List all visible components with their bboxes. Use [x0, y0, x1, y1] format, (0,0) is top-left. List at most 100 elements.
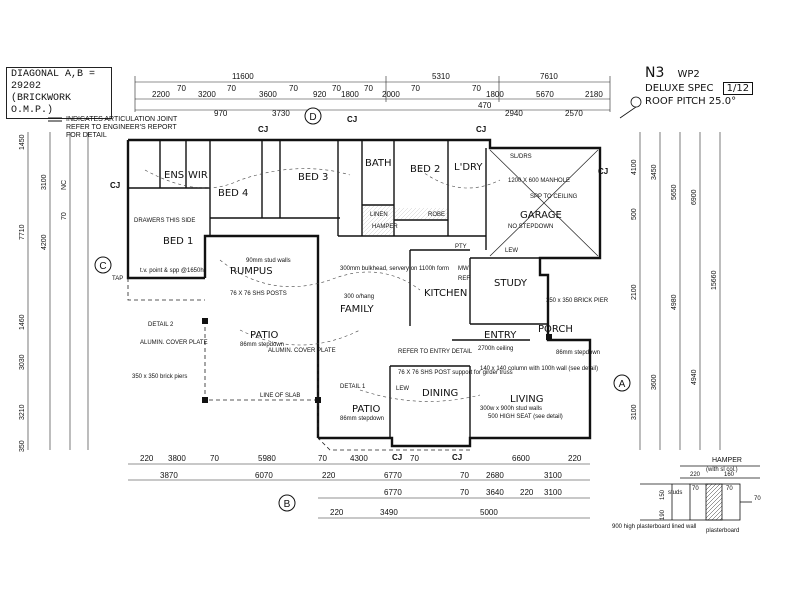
right-dim-1: 4100: [631, 159, 638, 175]
bottom-dim-r1-6: 4300: [350, 454, 368, 463]
bottom-dim-r3-4: 220: [520, 488, 534, 497]
hamper-studs: studs: [668, 490, 682, 496]
note-drawers: DRAWERS THIS SIDE: [134, 218, 195, 224]
bottom-dim-r2-2: 6070: [255, 471, 273, 480]
cj-marker-7: CJ: [476, 125, 486, 134]
note-porch-stepdown: 86mm stepdown: [556, 350, 600, 356]
room-wir: WIR: [188, 170, 208, 181]
inner-walls: [128, 140, 548, 438]
diagonal-line2: (BRICKWORK O.M.P.): [11, 93, 72, 116]
room-study: STUDY: [494, 278, 528, 289]
left-dim-10: 350: [19, 440, 26, 452]
bottom-dim-r2-7: 3100: [544, 471, 562, 480]
note-garage-manhole: 1200 X 600 MANHOLE: [508, 178, 570, 184]
note-linen: LINEN: [370, 212, 388, 218]
room-garage: GARAGE: [520, 210, 562, 221]
sheet-number: 1/12: [722, 82, 754, 95]
left-dim-6: 70: [61, 212, 68, 220]
grid-bubble-d: [304, 107, 322, 125]
brick-piers: [202, 318, 552, 403]
top-dim-r2-4: 70: [227, 84, 236, 93]
top-dim-5310: 5310: [432, 72, 450, 81]
articulation-line-1: INDICATES ARTICULATION JOINT: [66, 116, 178, 123]
note-brick-piers: 350 x 350 brick piers: [132, 374, 187, 380]
room-bed1: BED 1: [163, 236, 193, 247]
diagonal-line1: DIAGONAL A,B = 29202: [11, 69, 96, 92]
room-entry: ENTRY: [484, 330, 517, 341]
grid-label-a: A: [619, 379, 626, 390]
note-garage-stepdown: NO STEPDOWN: [508, 224, 553, 230]
title-block: N3 WP2 DELUXE SPEC 1/12 ROOF PITCH 25.0°: [645, 62, 795, 107]
grid-bubble-c: [94, 256, 112, 274]
note-stud-walls: 90mm stud walls: [246, 258, 291, 264]
note-kitchen-bulkhead: 300mm bulkhead, servery on 1100h form: [340, 266, 449, 272]
note-alum-cover: ALUMIN. COVER PLATE: [140, 340, 208, 346]
top-dim-r3-2: 3730: [272, 109, 290, 118]
linen-cupboard: [362, 205, 394, 236]
right-dim-8: 2100: [631, 284, 638, 300]
room-dining: DINING: [422, 388, 458, 399]
right-dimension-lines: [639, 132, 721, 450]
hamper-sub: (with sl col.): [706, 467, 738, 473]
cj-marker-1: CJ: [258, 125, 268, 134]
note-detail-2: DETAIL 2: [148, 322, 174, 328]
articulation-marker: [48, 117, 62, 122]
top-dim-11600: 11600: [232, 72, 254, 81]
top-dim-r2-3: 3200: [198, 90, 216, 99]
note-ref: REF: [458, 276, 470, 282]
cj-marker-6: CJ: [452, 453, 462, 462]
right-dim-2: 3450: [651, 164, 658, 180]
patio-outlines: [127, 278, 470, 451]
note-column-entry: 140 x 140 column with 100h wall (see det…: [480, 366, 598, 372]
top-dim-r2-12: 70: [411, 84, 420, 93]
top-dim-7610: 7610: [540, 72, 558, 81]
cj-marker-2: CJ: [347, 115, 357, 124]
room-family: FAMILY: [340, 304, 374, 315]
top-dim-r2-7: 920: [313, 90, 327, 99]
note-pty: PTY: [455, 244, 467, 250]
note-family-ceiling: 300 o/hang: [344, 294, 374, 300]
plan-code: N3: [645, 65, 665, 81]
left-dimension-lines: [27, 132, 89, 450]
bottom-dim-r4-1: 220: [330, 508, 344, 517]
right-dim-11: 3100: [631, 404, 638, 420]
bottom-dim-r3-3: 3640: [486, 488, 504, 497]
right-dim-6: 4980: [671, 294, 678, 310]
top-dim-r2-2: 70: [177, 84, 186, 93]
note-tap: TAP: [112, 276, 123, 282]
bottom-dim-r2-3: 220: [322, 471, 336, 480]
bottom-dim-r4-2: 3490: [380, 508, 398, 517]
grid-label-c: C: [99, 261, 106, 272]
note-patio-stepdown: 86mm stepdown: [240, 342, 284, 348]
bottom-dim-r2-6: 2680: [486, 471, 504, 480]
left-dim-8: 3030: [19, 354, 26, 370]
left-dim-2: 3100: [41, 174, 48, 190]
robe-cupboard: [394, 208, 448, 220]
note-mw: MW: [458, 266, 469, 272]
cj-marker-4: CJ: [598, 167, 608, 176]
top-dim-r2-10: 70: [364, 84, 373, 93]
top-dim-r2-5: 3600: [259, 90, 277, 99]
top-dim-r2-14: 1800: [486, 90, 504, 99]
hamper-dim-70a: 70: [692, 486, 699, 492]
note-lew-label: LEW: [396, 386, 409, 392]
marker-a-small: [619, 96, 642, 119]
grid-label-d: D: [309, 112, 316, 123]
note-sl-drs: SL/DRS: [510, 154, 532, 160]
grid-bubble-b: [278, 494, 296, 512]
note-garage-ceiling: SPP TO CEILING: [530, 194, 578, 200]
bottom-dim-r1-8: 6600: [512, 454, 530, 463]
left-dim-5: 4200: [41, 234, 48, 250]
note-entry-ceiling: 2700h ceiling: [478, 346, 513, 352]
note-refer-entry: REFER TO ENTRY DETAIL: [398, 349, 473, 355]
top-dim-r2-9: 1800: [341, 90, 359, 99]
note-hamper: HAMPER: [372, 224, 398, 230]
hamper-plasterboard: plasterboard: [706, 528, 739, 534]
top-dim-r2-1: 2200: [152, 90, 170, 99]
note-living-seat: 500 HIGH SEAT (see detail): [488, 414, 563, 420]
bottom-dim-r1-5: 70: [318, 454, 327, 463]
top-dim-r2-13: 70: [472, 84, 481, 93]
bottom-dimension-lines: [128, 463, 590, 519]
room-bed3: BED 3: [298, 172, 328, 183]
